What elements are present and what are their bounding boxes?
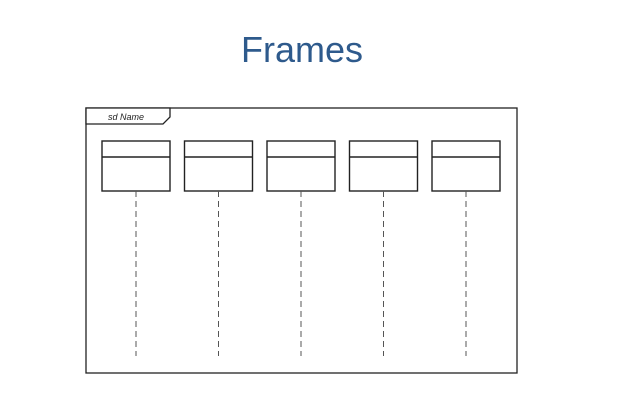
lifeline-head	[348, 140, 419, 192]
lifeline-head	[183, 140, 254, 192]
lifeline-head	[266, 140, 336, 192]
lifeline-head	[431, 140, 501, 192]
lifeline-head	[101, 140, 171, 192]
lifelines-group	[101, 140, 501, 356]
slide-title: Frames	[240, 29, 363, 70]
frame-name-label: sd Name	[108, 112, 144, 122]
frame-name-tab	[85, 107, 171, 125]
